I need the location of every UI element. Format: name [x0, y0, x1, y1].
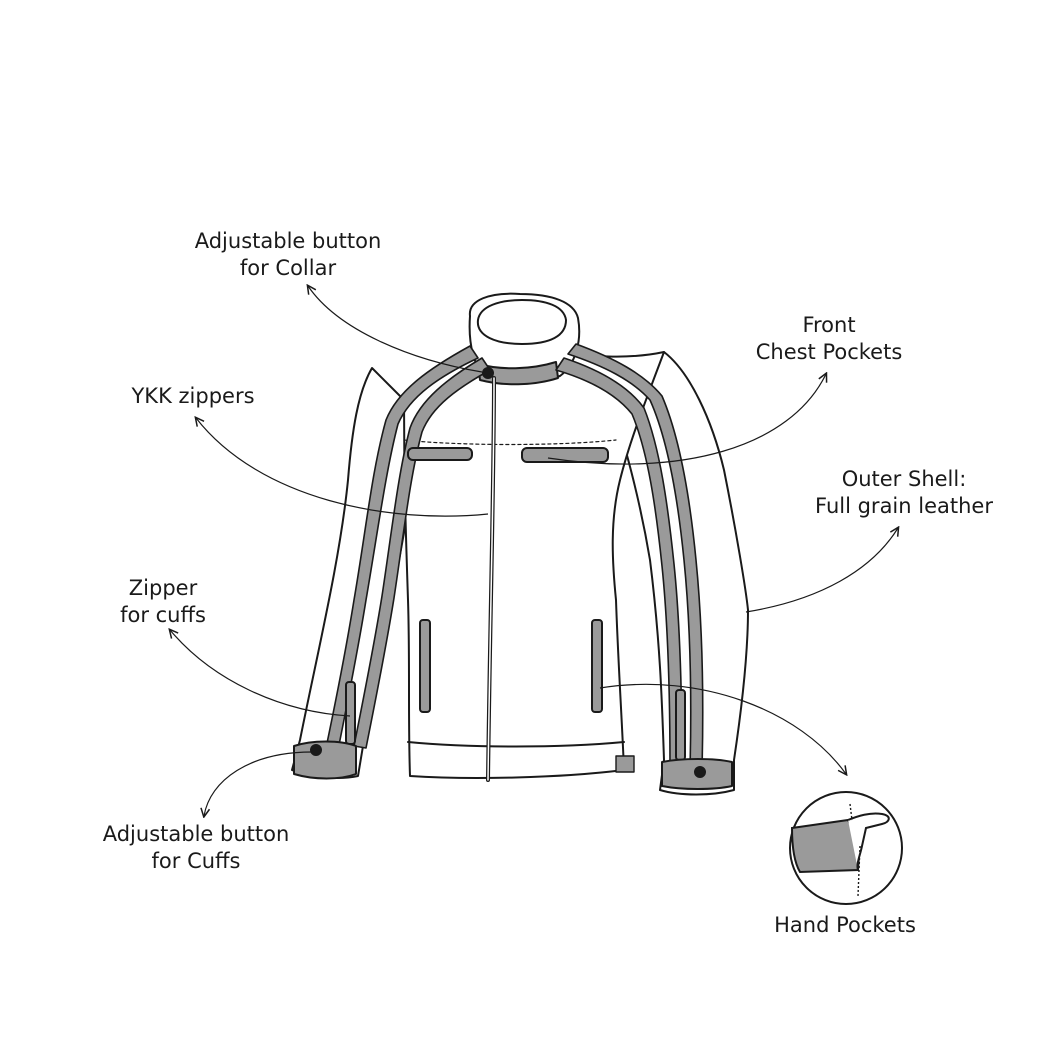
- label-hand-pockets-text: Hand Pockets: [774, 913, 916, 937]
- label-chest-pockets-line2: Chest Pockets: [755, 340, 903, 364]
- label-outer-shell-line2: Full grain leather: [815, 494, 993, 518]
- label-collar-button: Adjustable button for Collar: [190, 228, 386, 282]
- collar-inner: [476, 299, 567, 345]
- arrow-collar: [308, 286, 483, 373]
- label-adjustable-cuffs-line1: Adjustable button: [102, 822, 290, 846]
- center-zipper-core: [487, 377, 495, 781]
- label-collar-button-line2: for Collar: [239, 256, 337, 280]
- jacket-torso: [403, 351, 665, 779]
- arrow-adjustable-cuffs: [204, 751, 313, 816]
- label-chest-pockets: Front Chest Pockets: [744, 312, 914, 366]
- arrow-zipper-cuffs: [170, 630, 351, 717]
- label-zipper-cuffs: Zipper for cuffs: [100, 575, 226, 629]
- arrow-ykk: [196, 418, 489, 517]
- collar-button: [482, 367, 494, 379]
- arrow-outer-shell: [745, 528, 898, 613]
- right-cuff-button: [694, 766, 706, 778]
- inset-zipper: [849, 803, 861, 897]
- left-cuff-band: [293, 740, 357, 780]
- left-chest-pocket: [407, 447, 473, 461]
- label-ykk-zippers: YKK zippers: [118, 383, 268, 410]
- right-hand-pocket: [591, 619, 603, 713]
- left-cuff-zipper: [345, 681, 356, 745]
- waistband: [407, 741, 625, 748]
- label-collar-button-line1: Adjustable button: [194, 229, 382, 253]
- arrow-hand-pockets: [599, 683, 846, 774]
- label-adjustable-cuffs-line2: for Cuffs: [151, 849, 241, 873]
- hand-pocket-inset: [789, 791, 903, 905]
- right-sleeve: [609, 351, 749, 796]
- label-zipper-cuffs-line1: Zipper: [128, 576, 198, 600]
- label-outer-shell: Outer Shell: Full grain leather: [806, 466, 1002, 520]
- arrow-chest-pockets: [547, 374, 826, 465]
- label-adjustable-cuffs: Adjustable button for Cuffs: [96, 821, 296, 875]
- label-ykk-zippers-text: YKK zippers: [131, 384, 255, 408]
- inset-hand: [847, 812, 890, 871]
- label-hand-pockets: Hand Pockets: [764, 912, 926, 939]
- hem-tag: [615, 755, 635, 773]
- left-hand-pocket: [419, 619, 431, 713]
- right-cuff-zipper: [675, 689, 686, 761]
- label-zipper-cuffs-line2: for cuffs: [120, 603, 206, 627]
- label-outer-shell-line1: Outer Shell:: [841, 467, 967, 491]
- label-chest-pockets-line1: Front: [802, 313, 856, 337]
- jacket-illustration: [291, 292, 749, 796]
- left-cuff-button: [310, 744, 322, 756]
- right-chest-pocket: [521, 447, 609, 463]
